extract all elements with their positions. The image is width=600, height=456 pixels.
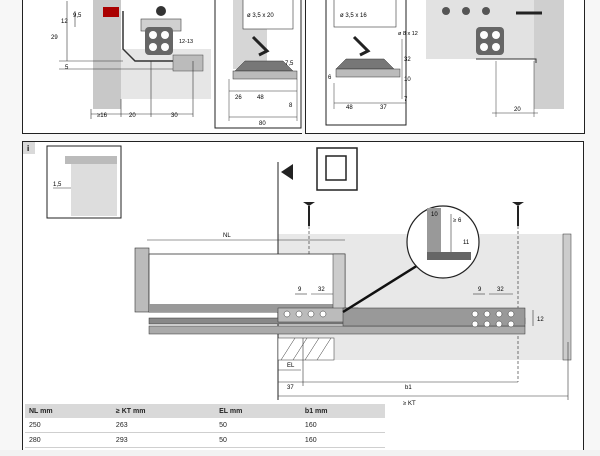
nl-label: NL [223, 233, 231, 239]
dim-48-label-2: 48 [346, 105, 353, 111]
dim-10-label: 10 [404, 77, 411, 83]
cell-b1: 160 [300, 432, 385, 448]
arrow-icon [251, 35, 270, 57]
cell-nl: 250 [25, 418, 112, 433]
top-right-drawing: ø 3,5 x 16 ø 8 x 12 32 10 6 48 37 7 [325, 0, 564, 126]
dim-26-label: 26 [235, 95, 242, 101]
fitting-cluster [145, 27, 173, 55]
cell-kt: 263 [111, 418, 216, 433]
top-left-drawing: 9,5 12 29 5 12-13 ≥16 20 30 [51, 0, 302, 129]
dim-5-label: 5 [65, 65, 69, 71]
dim-48-label: 48 [257, 95, 264, 101]
dim-37-label: 37 [380, 105, 387, 111]
dim-29-label: 29 [51, 35, 58, 41]
cell-kt: 293 [111, 432, 216, 448]
dim-20-label: 20 [129, 113, 136, 119]
cabinet-side [93, 0, 121, 109]
dim-12-label: 12 [61, 19, 68, 25]
top-left-panel: 9,5 12 29 5 12-13 ≥16 20 30 [22, 0, 302, 134]
dim-8-label: 8 [289, 103, 293, 109]
screw-size-label: ø 3,5 x 20 [247, 13, 274, 19]
detail-6-label: ≥ 6 [453, 218, 462, 224]
dim-7-label: 7 [404, 97, 408, 103]
kt-label: ≥ KT [403, 401, 416, 407]
cabinet-side-right [534, 0, 564, 109]
dim-9-5-label: 9,5 [73, 13, 82, 19]
inset-dim-label: 1,5 [53, 182, 62, 188]
col-header-b1: b1 mm [300, 404, 385, 418]
bracket-line [122, 11, 173, 62]
col-header-kt: ≥ KT mm [111, 404, 216, 418]
dim-ge16-label: ≥16 [97, 113, 108, 119]
table-row: 250 263 50 160 [25, 418, 385, 433]
cell-b1: 160 [300, 418, 385, 433]
panel-i-drawing: i 1,5 [23, 142, 572, 407]
dim-12-13-label: 12-13 [179, 39, 193, 45]
dim-lines-left [59, 1, 194, 119]
direction-arrow-icon [281, 164, 293, 180]
b1-label: b1 [405, 385, 412, 391]
dim-30-label: 30 [171, 113, 178, 119]
drawer-body [134, 247, 346, 313]
drawer-symbol-icon [316, 147, 358, 191]
dim-12-label: 12 [537, 317, 544, 323]
detail-magnifier: 10 ≥ 6 11 [342, 205, 480, 314]
dim-6-label: 6 [328, 75, 332, 81]
dimension-table: NL mm ≥ KT mm EL mm b1 mm 250 263 50 160… [25, 404, 385, 448]
top-right-panel: ø 3,5 x 16 ø 8 x 12 32 10 6 48 37 7 [305, 0, 585, 134]
runner-rail [148, 307, 526, 335]
dim-7-5-label: 7,5 [285, 61, 294, 67]
inset-detail: 1,5 [46, 145, 122, 219]
right-wall [562, 233, 572, 361]
fitting-cluster-right [476, 27, 504, 55]
dimension-lines [147, 239, 569, 400]
cell-el: 50 [215, 418, 301, 433]
hole-size-label: ø 8 x 12 [398, 31, 418, 37]
red-marker [103, 7, 119, 17]
panel-letter: i [27, 144, 29, 153]
top-mid-subpanel: ø 3,5 x 20 7,5 26 48 8 80 [214, 0, 302, 129]
screw-icon-right [512, 202, 524, 382]
col-header-nl: NL mm [25, 404, 112, 418]
dim-20-right-label: 20 [514, 107, 521, 113]
dim-32-label: 32 [404, 57, 411, 63]
cell-el: 50 [215, 432, 301, 448]
detail-11-label: 11 [463, 240, 470, 246]
table-header-row: NL mm ≥ KT mm EL mm b1 mm [25, 404, 385, 418]
dim-9-left-label: 9 [298, 287, 302, 293]
dim-80-label: 80 [259, 121, 266, 127]
arrow-icon-2 [352, 35, 371, 57]
dim-32-left-label: 32 [318, 287, 325, 293]
top-fitting-icon [156, 6, 166, 16]
cell-nl: 280 [25, 432, 112, 448]
detail-10-label: 10 [431, 212, 438, 218]
panel-letter-tab [23, 142, 35, 154]
screw-size-label-2: ø 3,5 x 16 [340, 13, 367, 19]
col-header-el: EL mm [215, 404, 301, 418]
table-row: 280 293 50 160 [25, 432, 385, 448]
el-label: EL [287, 363, 295, 369]
dim-32-right-label: 32 [497, 287, 504, 293]
hatched-floor [277, 337, 335, 361]
dim-9-right-label: 9 [478, 287, 482, 293]
rail-end [172, 54, 204, 72]
panel-i: i 1,5 [22, 141, 584, 450]
dim-37-label: 37 [287, 385, 294, 391]
